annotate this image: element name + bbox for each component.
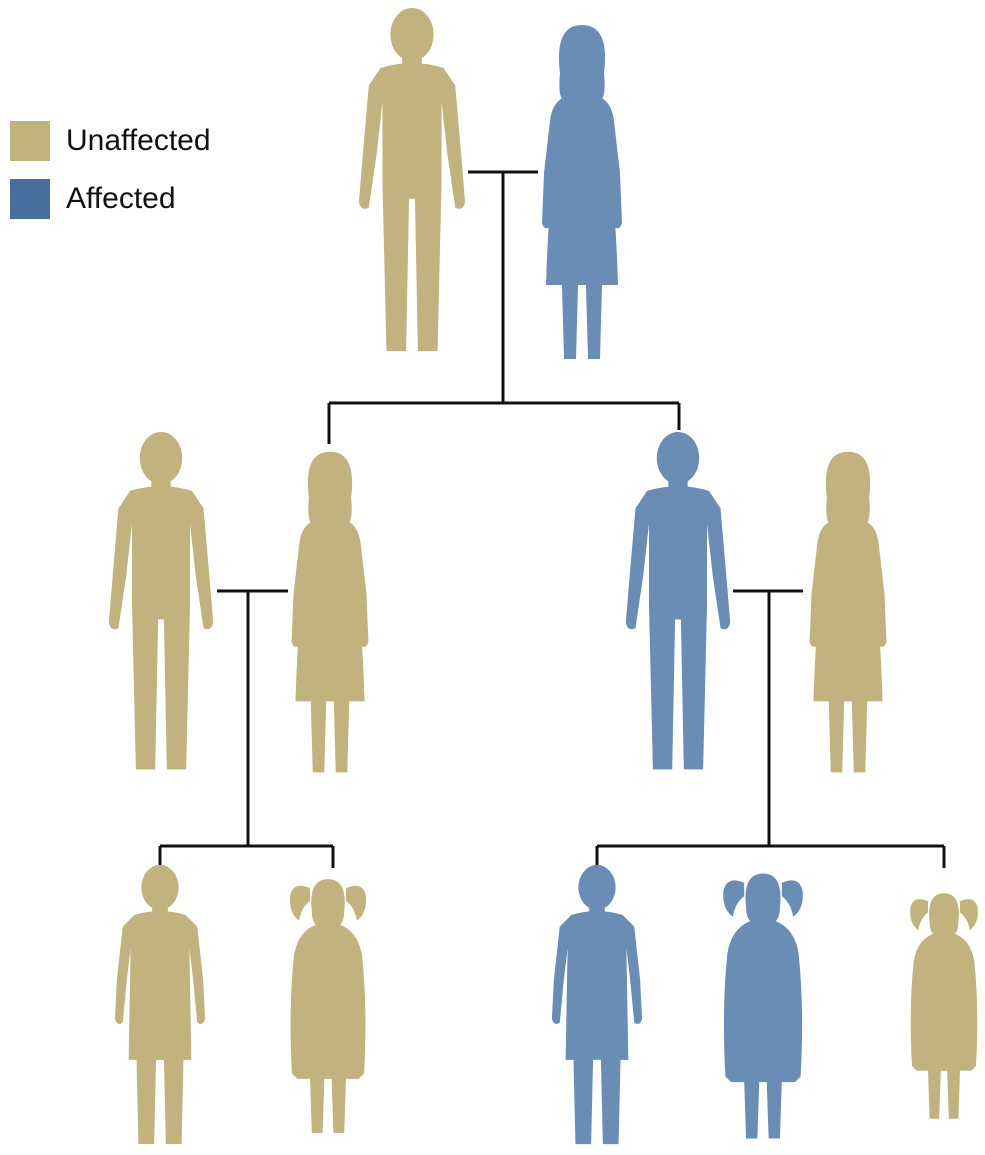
legend-item-unaffected: Unaffected bbox=[10, 116, 211, 166]
pedigree-figures bbox=[108, 7, 978, 1145]
g2-left-son-figure bbox=[108, 431, 214, 770]
g1-grandmother-figure bbox=[542, 25, 622, 359]
legend-label-unaffected: Unaffected bbox=[66, 124, 211, 157]
g3-right-boy-figure bbox=[551, 864, 643, 1145]
unaffected-swatch bbox=[10, 121, 50, 161]
g1-grandfather-figure bbox=[358, 7, 466, 352]
pedigree-lines bbox=[158, 170, 946, 868]
g3-right-girl-2-figure bbox=[910, 893, 978, 1119]
g2-right-son-figure bbox=[625, 431, 731, 770]
legend: Unaffected Affected bbox=[10, 116, 211, 232]
g2-left-spouse-figure bbox=[291, 451, 369, 773]
legend-item-affected: Affected bbox=[10, 174, 211, 224]
affected-swatch bbox=[10, 179, 50, 219]
g3-left-girl-figure bbox=[289, 879, 367, 1133]
g3-left-boy-figure bbox=[114, 864, 206, 1145]
g3-right-girl-1-figure bbox=[723, 873, 803, 1139]
legend-label-affected: Affected bbox=[66, 182, 176, 215]
g2-right-spouse-figure bbox=[809, 451, 887, 773]
